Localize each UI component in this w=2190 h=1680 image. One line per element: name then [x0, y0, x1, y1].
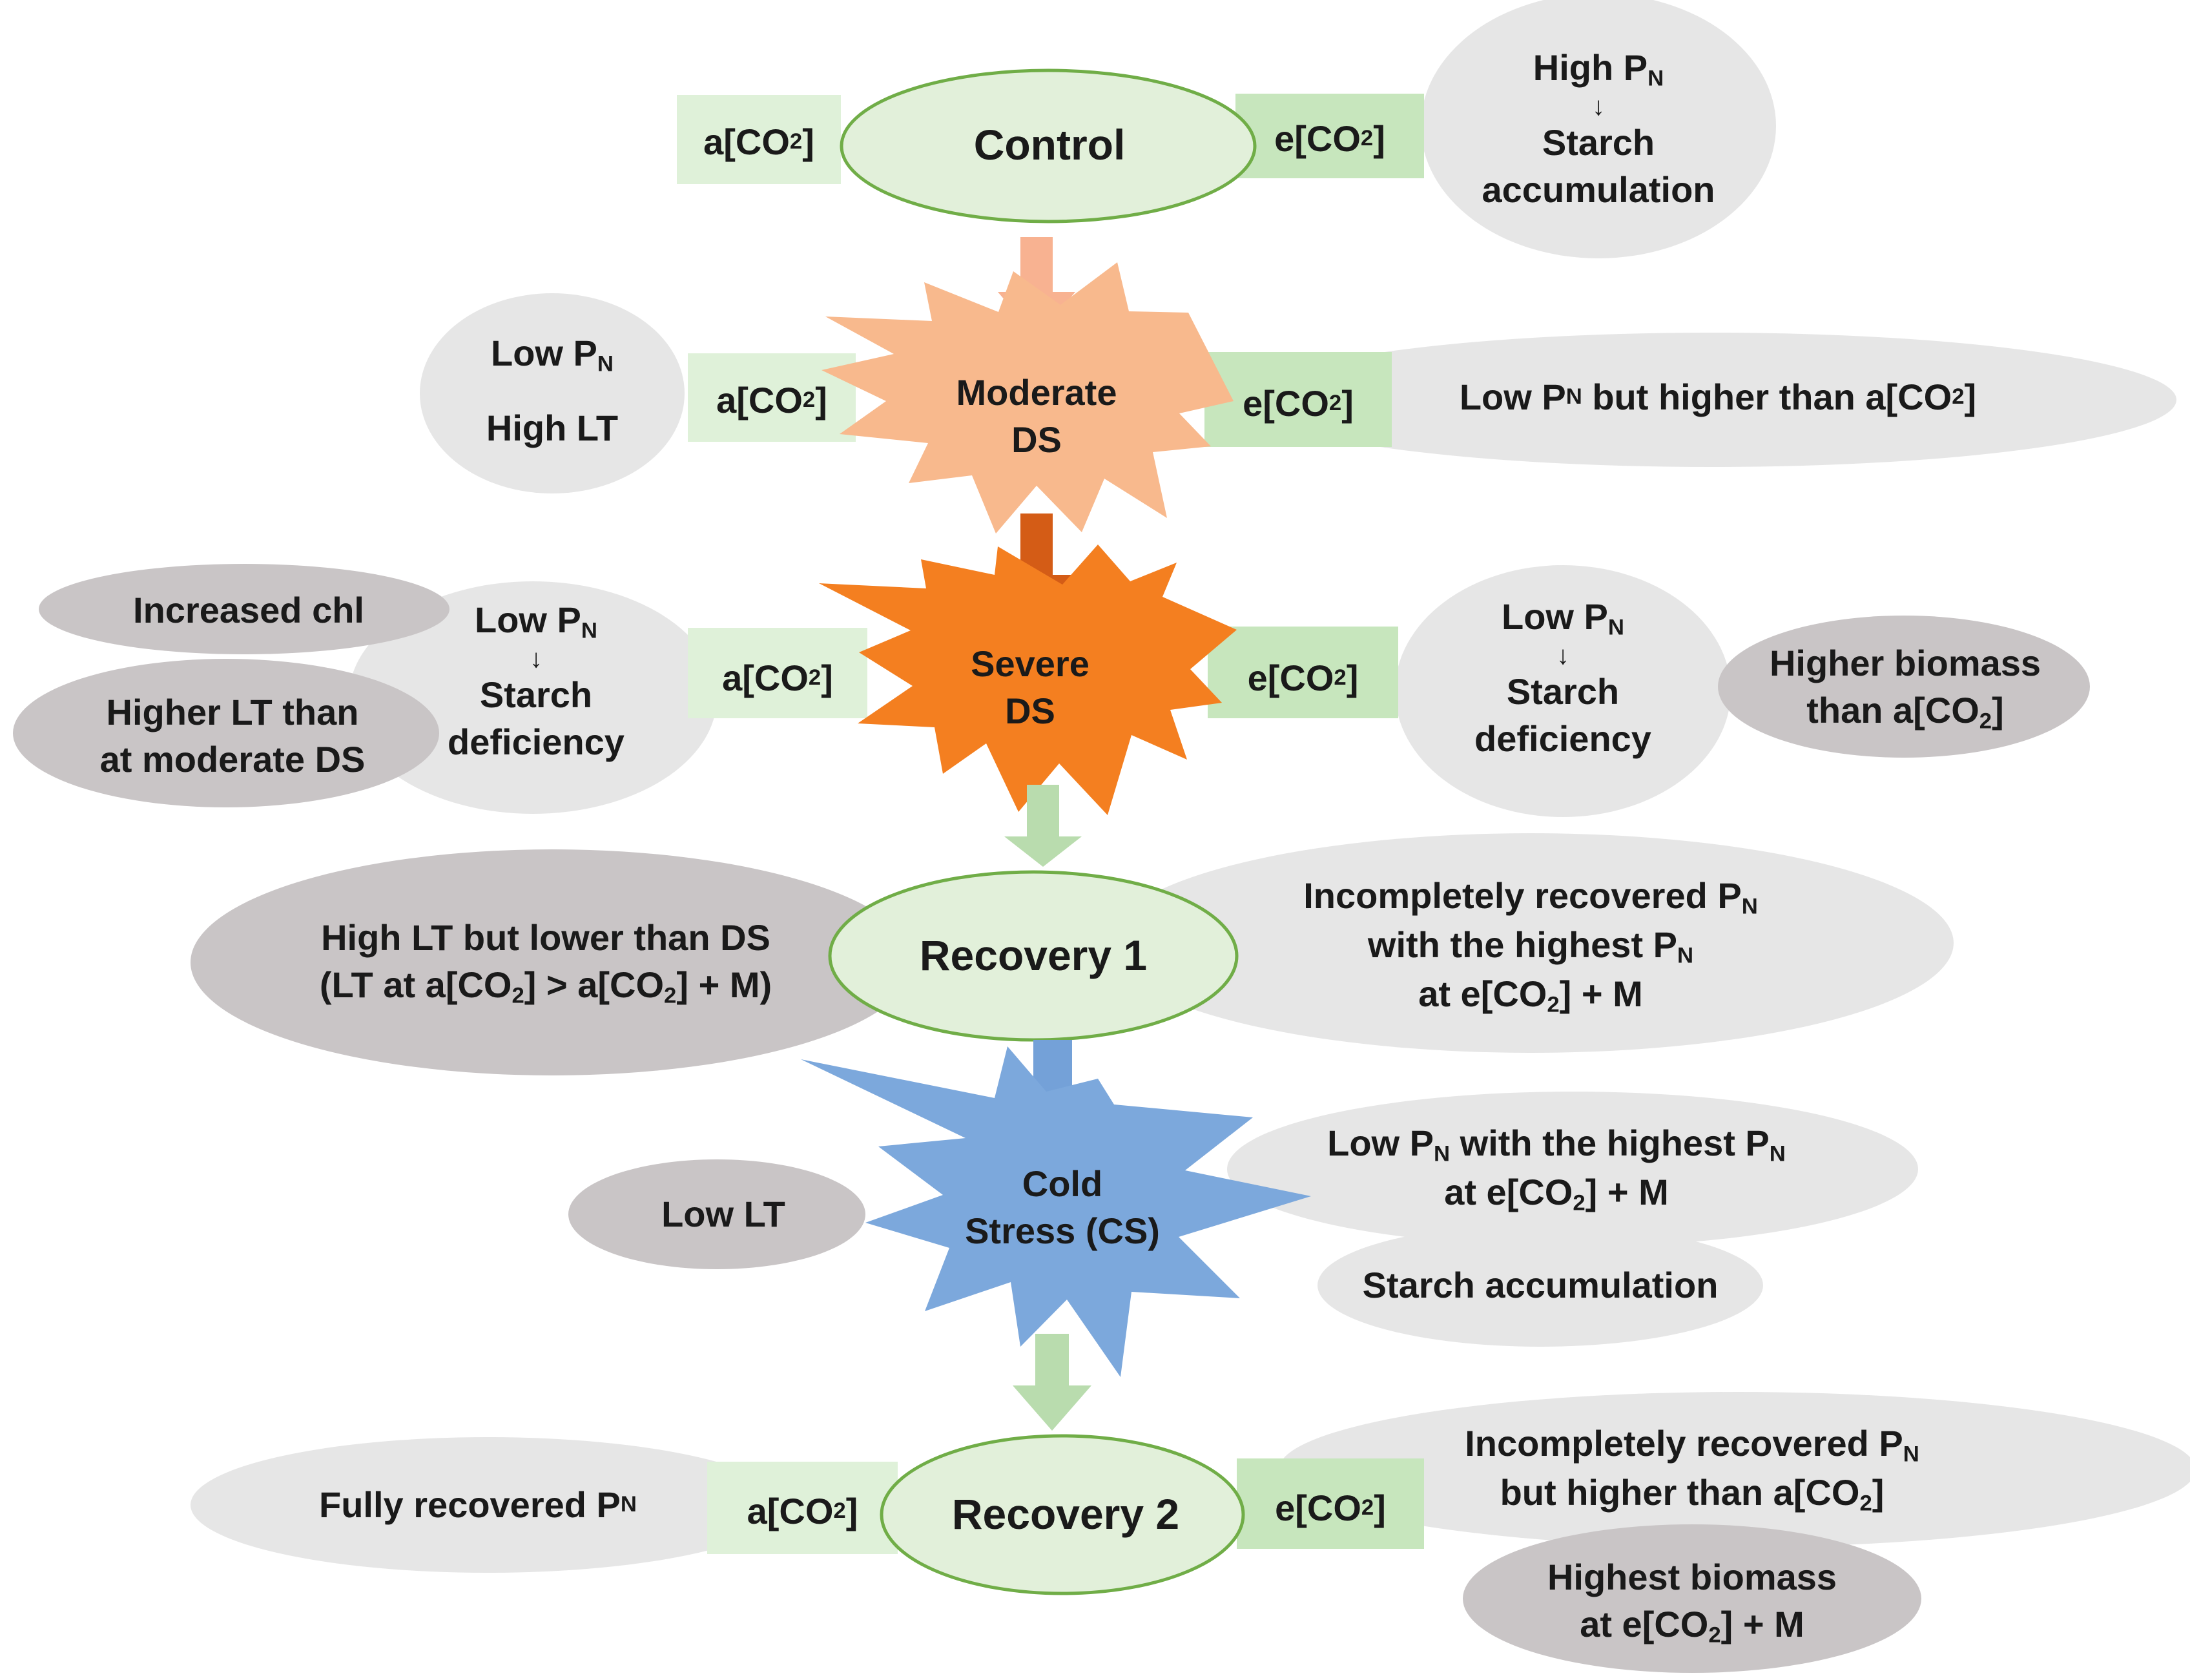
stage-label-severe: Severe DS — [971, 643, 1090, 731]
note-bubble-severe-chl — [39, 564, 449, 654]
note-recovery2-e: Incompletely recovered PN but higher tha… — [1465, 1423, 1919, 1516]
stage-label-control: Control — [973, 121, 1126, 169]
stage-label-cold: Cold Stress (CS) — [965, 1163, 1160, 1251]
note-bubble-severe-biomass — [1718, 616, 2090, 758]
note-bubble-severe-e — [1395, 565, 1731, 817]
note-severe-biomass: Higher biomass than a[CO2] — [1769, 642, 2041, 734]
box-a-co2-control — [677, 95, 841, 184]
note-recovery1-e: Incompletely recovered PN with the highe… — [1303, 875, 1758, 1017]
note-recovery1-a: High LT but lower than DS (LT at a[CO2] … — [319, 917, 772, 1008]
note-recovery2-biomass: Highest biomass at e[CO2] + M — [1547, 1556, 1837, 1648]
box-e-co2-moderate — [1204, 352, 1392, 447]
burst-severe-ds — [819, 544, 1237, 815]
note-severe-a: Low PN ↓ Starch deficiency — [448, 599, 625, 762]
note-bubble-control-e — [1421, 0, 1776, 258]
note-bubble-severe-a — [349, 581, 717, 814]
arrow-severe-to-recovery1 — [1004, 785, 1082, 867]
box-e-co2-recovery2 — [1237, 1458, 1424, 1549]
burst-moderate-ds — [821, 262, 1234, 534]
note-severe-lt: Higher LT than at moderate DS — [99, 692, 366, 780]
box-a-co2-severe — [688, 628, 867, 718]
note-bubble-recovery2-e — [1279, 1392, 2190, 1547]
box-a-co2-recovery2 — [707, 1462, 898, 1554]
note-severe-e: Low PN ↓ Starch deficiency — [1474, 596, 1651, 759]
note-bubble-recovery2-a — [191, 1437, 785, 1573]
note-control-e: High PN ↓ Starch accumulation — [1482, 47, 1715, 210]
note-bubble-cold-a — [568, 1159, 865, 1269]
note-bubble-recovery2-biomass — [1463, 1524, 1921, 1673]
stage-label-moderate: Moderate DS — [956, 372, 1117, 460]
note-bubble-moderate-e — [1246, 333, 2176, 467]
note-bubble-recovery1-a — [191, 849, 914, 1075]
burst-cold-stress — [801, 1046, 1311, 1377]
note-bubble-cold-e — [1227, 1092, 1918, 1247]
note-cold-e: Low PN with the highest PN at e[CO2] + M — [1327, 1123, 1786, 1216]
arrow-cold-to-recovery2 — [1013, 1334, 1091, 1431]
note-bubble-severe-lt — [13, 659, 439, 807]
note-bubble-cold-starch — [1317, 1224, 1763, 1347]
box-e-co2-severe — [1208, 627, 1398, 718]
note-bubble-recovery1-e — [1108, 833, 1954, 1053]
stage-ellipse-control — [840, 68, 1257, 223]
note-bubble-moderate-a — [420, 293, 685, 493]
box-e-co2-control — [1235, 94, 1424, 178]
note-severe-chl: Increased chl — [133, 589, 364, 630]
stage-label-recovery2: Recovery 2 — [951, 1490, 1180, 1539]
stage-ellipse-recovery2 — [880, 1434, 1245, 1595]
box-a-co2-moderate — [688, 353, 856, 442]
note-cold-starch: Starch accumulation — [1362, 1264, 1719, 1305]
stage-label-recovery1: Recovery 1 — [919, 931, 1148, 980]
note-moderate-a: Low PN High LT — [486, 332, 619, 448]
note-cold-a: Low LT — [661, 1193, 785, 1234]
